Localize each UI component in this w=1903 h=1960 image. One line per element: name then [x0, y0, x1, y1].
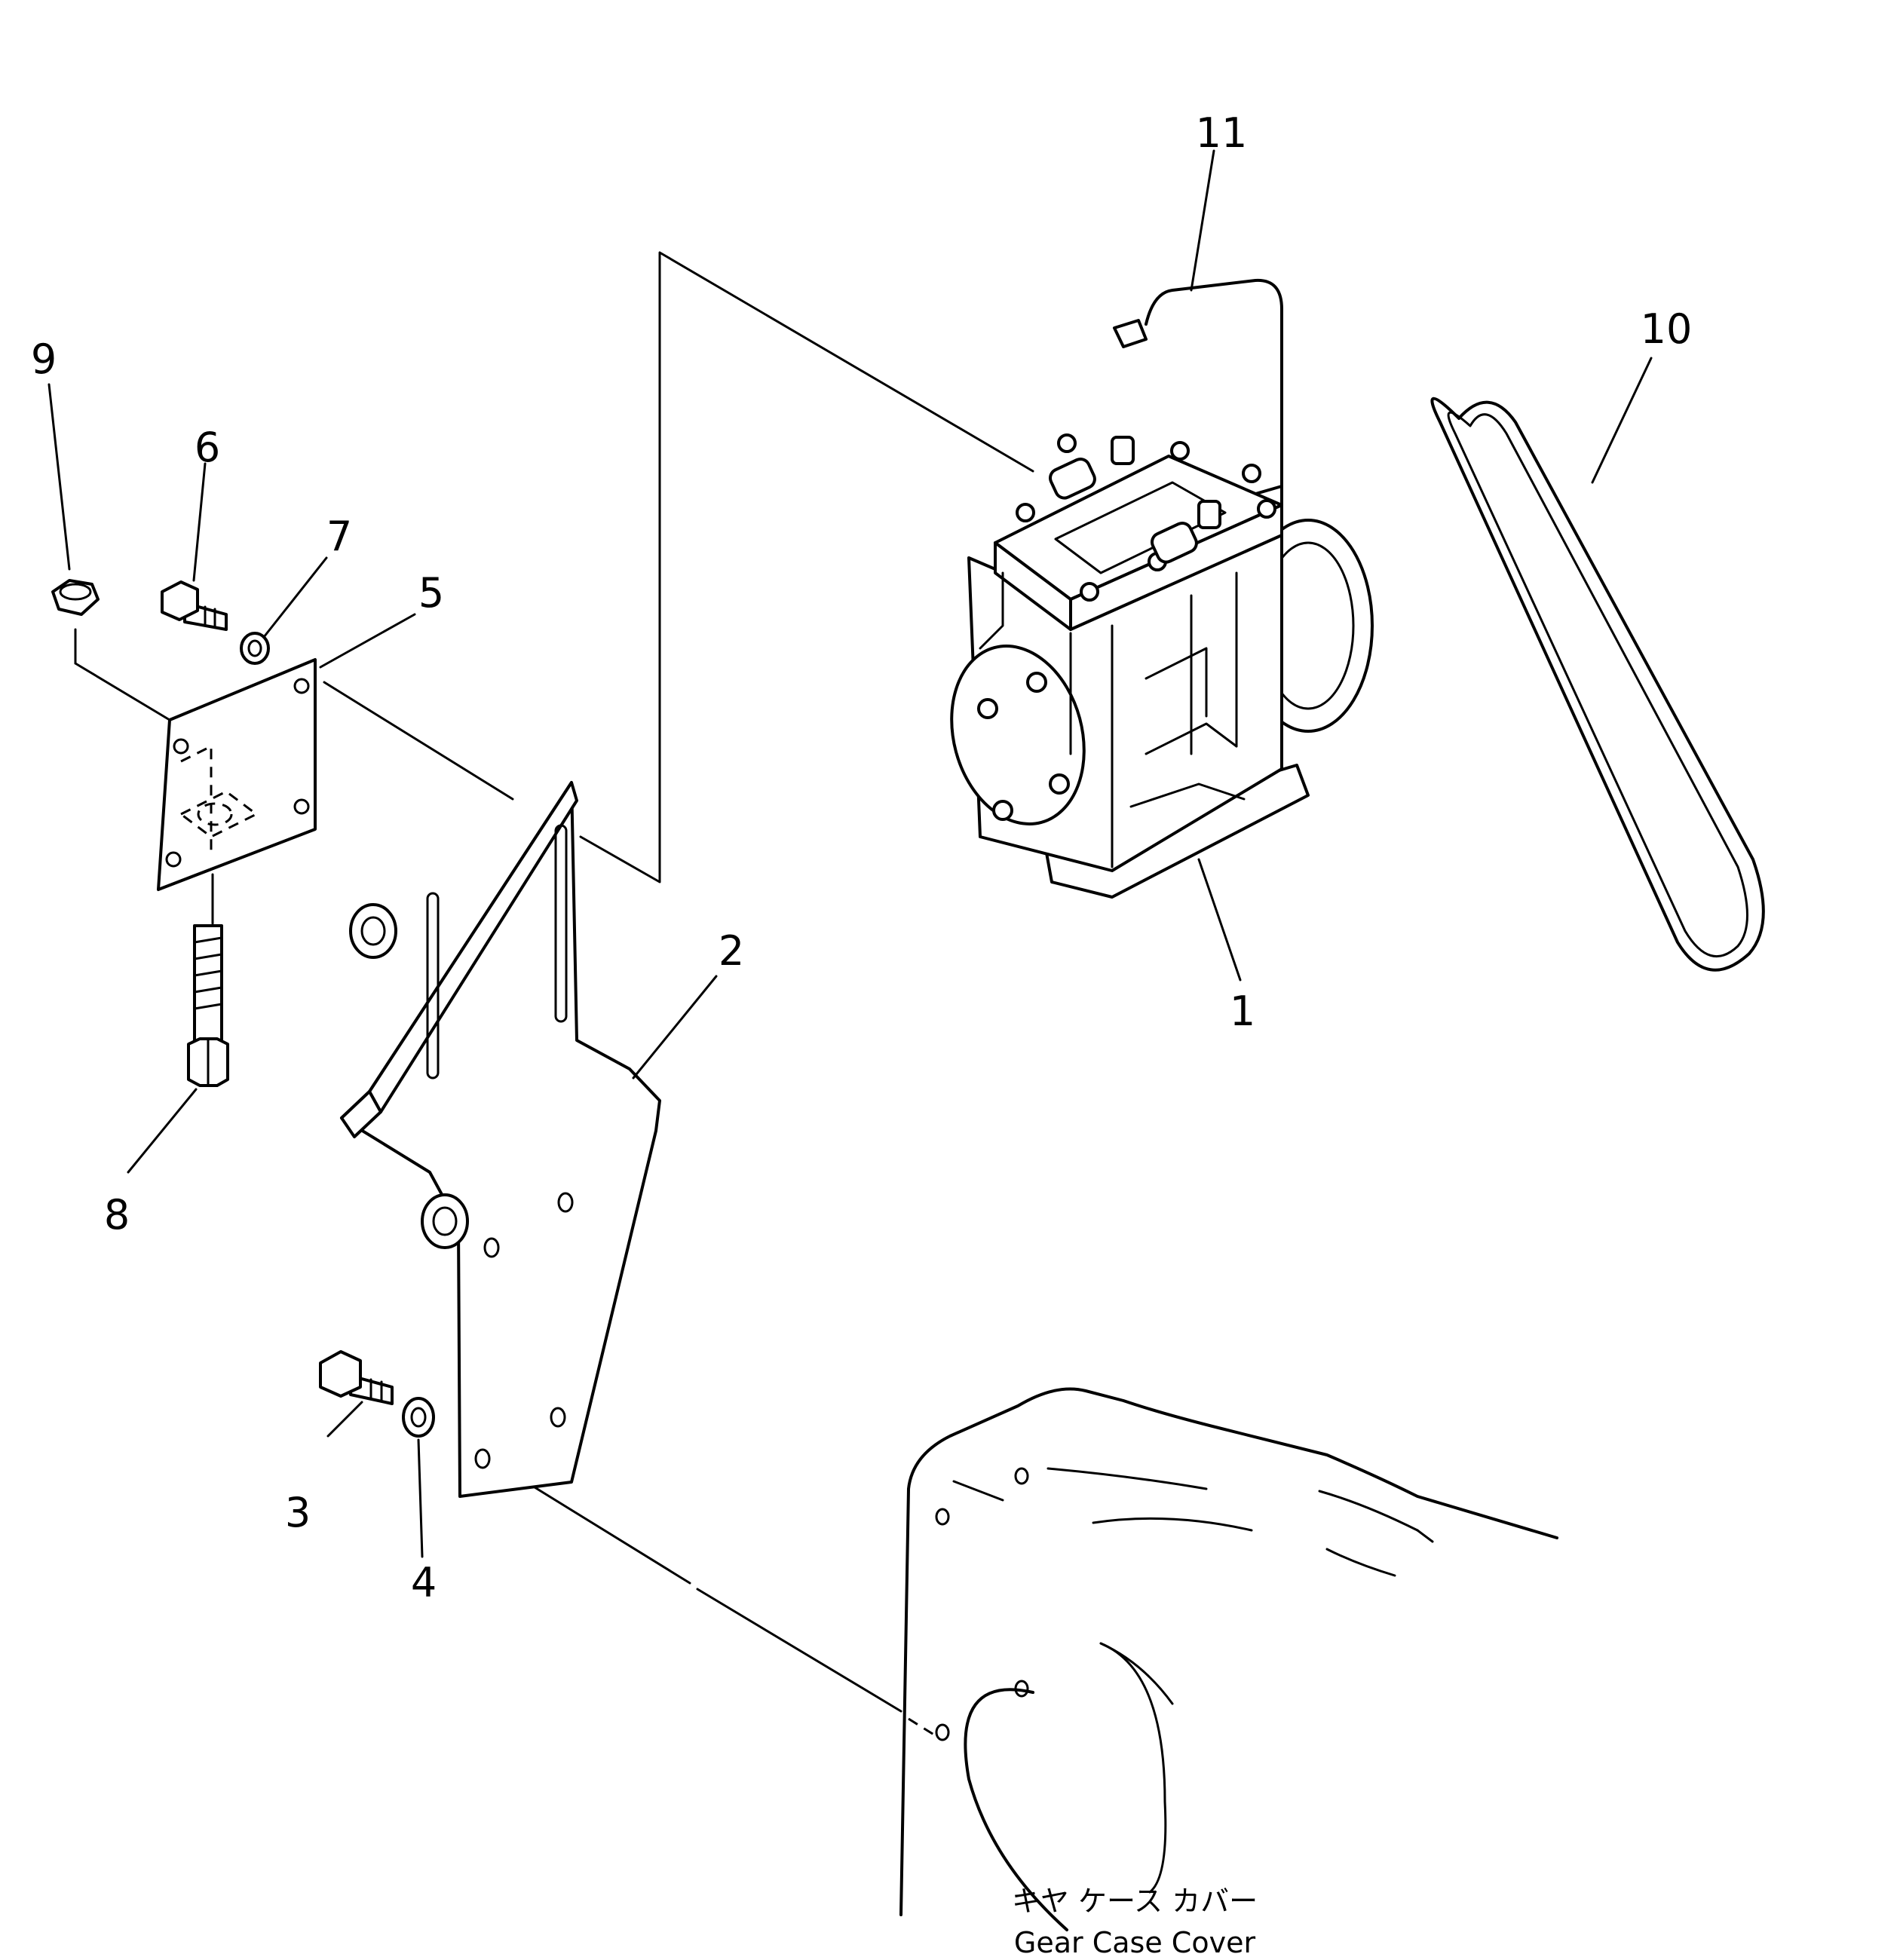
part-3-bolt [319, 1350, 394, 1405]
part-9-nut [51, 579, 100, 616]
gear-case-cover [899, 1387, 1558, 1931]
assembly-guide-lines [74, 251, 1034, 1739]
part-1-compressor [950, 433, 1374, 899]
callout-4: 4 [411, 1559, 437, 1606]
part-6-bolt [161, 580, 228, 631]
callout-6: 6 [195, 424, 220, 471]
part-11-wire-harness [1113, 278, 1283, 492]
callout-numbers: 1 2 3 4 5 6 7 8 9 10 11 [31, 109, 1693, 1606]
callout-7: 7 [326, 513, 352, 560]
gear-case-cover-caption: キヤ ケース カバー Gear Case Cover [1012, 1885, 1258, 1959]
part-7-washer [240, 632, 270, 665]
callout-3: 3 [285, 1489, 311, 1536]
caption-english: Gear Case Cover [1014, 1926, 1256, 1959]
part-4-washer [402, 1397, 435, 1438]
callout-10: 10 [1641, 305, 1693, 353]
part-10-v-belt [1430, 397, 1765, 972]
callout-9: 9 [31, 335, 57, 383]
part-2-bracket [340, 781, 661, 1498]
part-8-bolt [187, 924, 229, 1087]
part-5-plate [157, 658, 317, 891]
leader-lines [47, 149, 1653, 1558]
callout-8: 8 [104, 1191, 130, 1239]
callout-5: 5 [418, 569, 444, 617]
callout-2: 2 [719, 927, 744, 975]
callout-1: 1 [1230, 988, 1255, 1035]
callout-11: 11 [1196, 109, 1248, 157]
caption-japanese: キヤ ケース カバー [1012, 1885, 1258, 1918]
